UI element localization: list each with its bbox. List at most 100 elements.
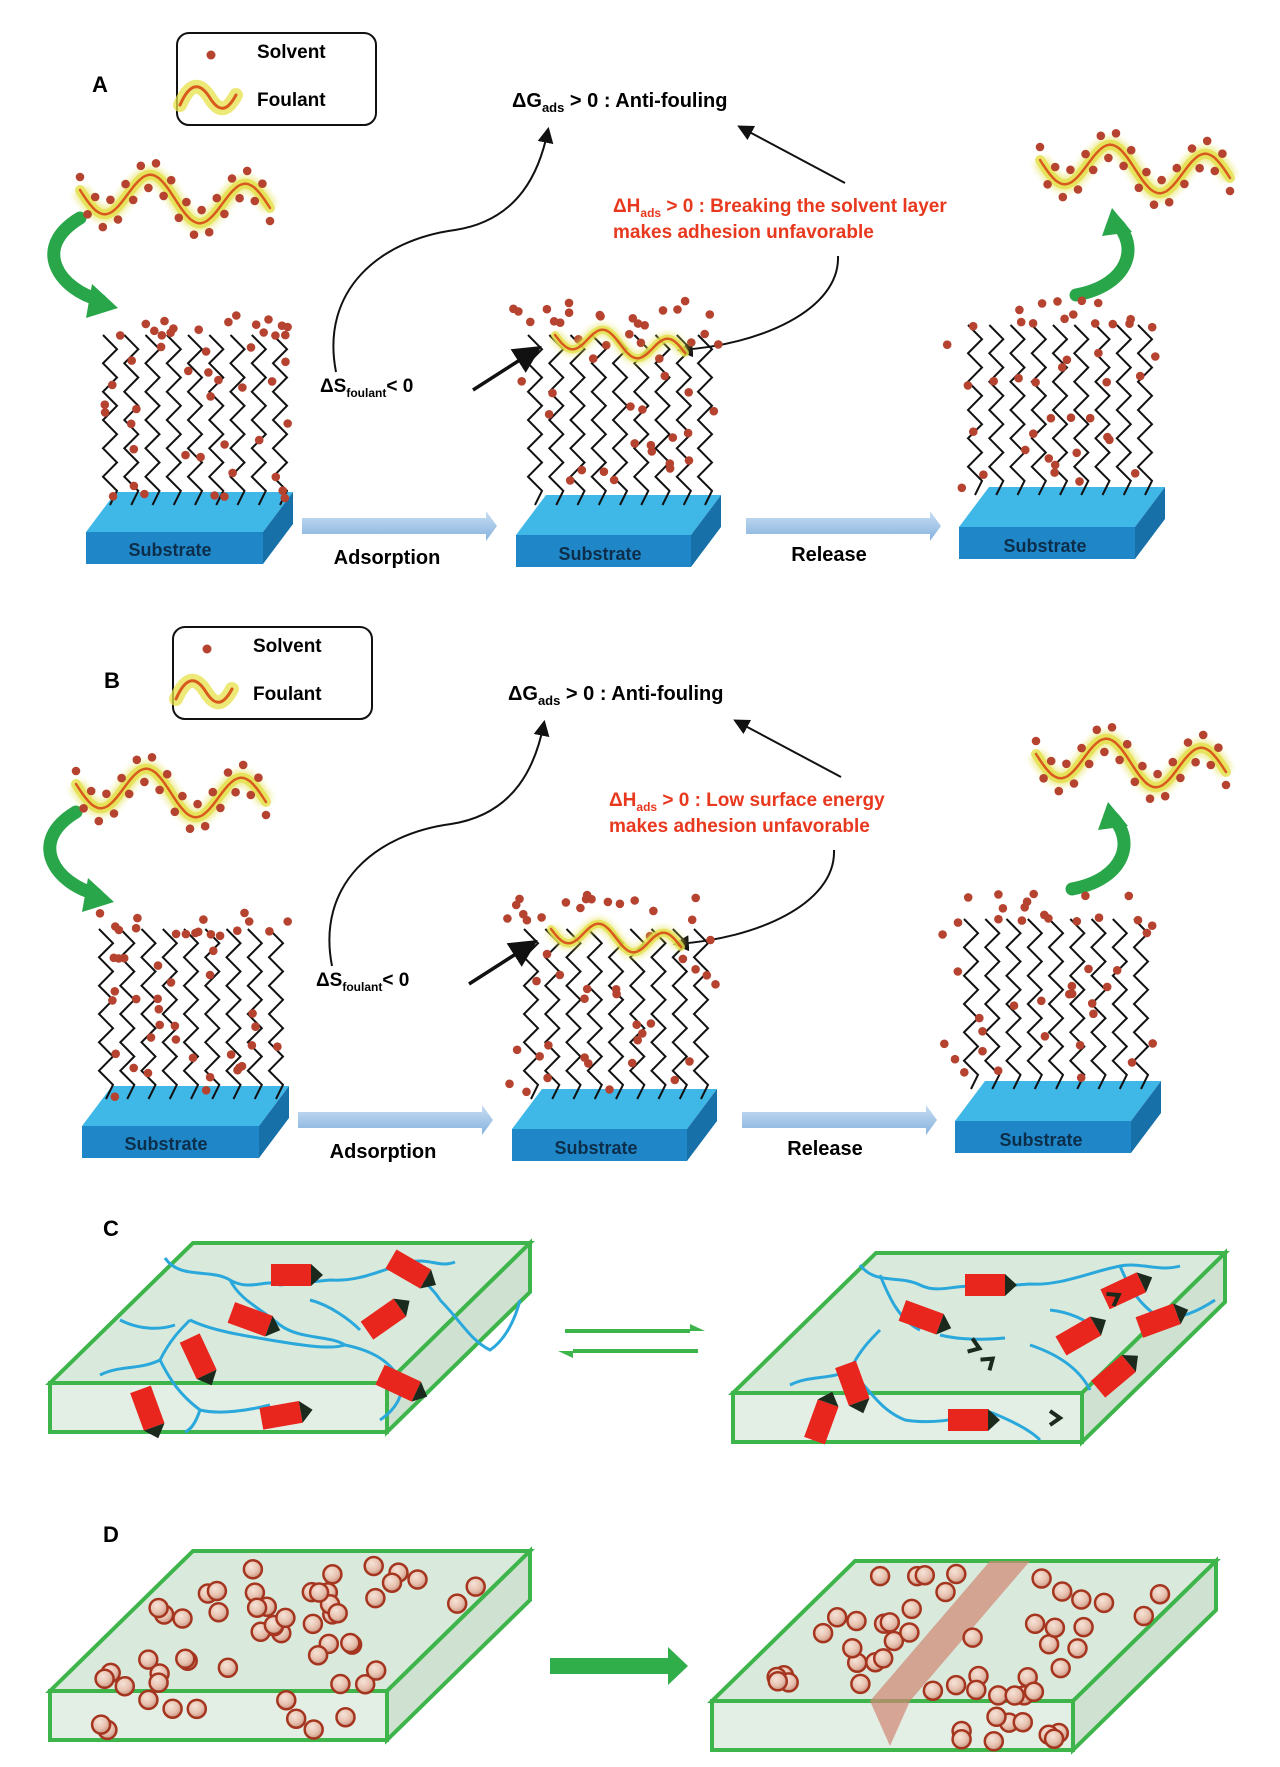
solvent-dot xyxy=(975,1013,984,1023)
solvent-dot xyxy=(1075,477,1084,486)
solvent-dot xyxy=(542,949,552,959)
solvent-dot xyxy=(75,172,85,182)
polymer-chain xyxy=(101,334,119,506)
substrate-block: Substrate xyxy=(516,495,721,567)
polymer-chain xyxy=(182,928,200,1100)
microcapsule xyxy=(1038,1634,1060,1655)
panel-d-letter: D xyxy=(103,1522,119,1547)
solvent-dot xyxy=(514,307,523,316)
solvent-dot xyxy=(188,1053,198,1063)
polymer-block xyxy=(1055,1316,1106,1356)
substrate-label: Substrate xyxy=(999,1130,1082,1150)
solvent-dot xyxy=(647,447,657,456)
adsorbed-foulant xyxy=(546,917,686,959)
microcapsule xyxy=(1004,1685,1025,1706)
solvent-dot xyxy=(1135,371,1145,381)
adsorbed-foulant xyxy=(550,323,690,365)
microcapsule xyxy=(275,1607,296,1629)
solvent-dot xyxy=(194,325,203,335)
solvent-dot xyxy=(555,318,565,328)
solvent-dot xyxy=(503,914,512,923)
solvent-dot xyxy=(1130,777,1140,787)
solvent-dot xyxy=(1149,200,1159,209)
solvent-dot xyxy=(248,1009,257,1018)
solvent-dot xyxy=(191,928,200,938)
substrate-label: Substrate xyxy=(558,544,641,564)
solvent-dot xyxy=(1020,903,1029,912)
solvent-dot xyxy=(515,894,524,904)
substrate-label: Substrate xyxy=(554,1138,637,1158)
polymer-chain xyxy=(966,324,984,496)
solvent-dot xyxy=(627,1058,637,1068)
polymer-chain xyxy=(650,928,667,1100)
solvent-dot xyxy=(1066,413,1076,423)
microcapsule xyxy=(983,1731,1005,1752)
solvent-dot xyxy=(1187,144,1197,153)
polymer-block xyxy=(965,1274,1017,1296)
solvent-dot xyxy=(512,1045,522,1055)
enthalpy-to-gibbs-arrow xyxy=(733,719,842,778)
microcapsule xyxy=(138,1689,159,1711)
solvent-dot xyxy=(1142,167,1151,177)
polymer-brush xyxy=(101,334,289,506)
solvent-dot xyxy=(178,791,187,801)
solvent-dot xyxy=(156,342,166,352)
polymer-chain xyxy=(607,928,625,1100)
microcapsule xyxy=(922,1680,944,1701)
solvent-dot xyxy=(141,319,151,329)
solvent-dot xyxy=(968,321,978,331)
solvent-dot xyxy=(250,196,260,206)
solvent-dot xyxy=(238,383,247,392)
solvent-dot xyxy=(630,896,639,905)
solvent-dot xyxy=(146,1033,156,1042)
solvent-dot xyxy=(632,1020,641,1029)
polymer-brush xyxy=(522,928,710,1100)
solvent-dot xyxy=(113,215,123,224)
foulant-legend-icon xyxy=(173,79,243,116)
polymer-chain xyxy=(250,334,268,506)
foulant-approach-arrow xyxy=(47,211,118,318)
solvent-dot xyxy=(129,481,139,491)
microcapsule xyxy=(307,1644,329,1666)
solvent-dot xyxy=(1081,149,1090,159)
release-arrow xyxy=(746,511,941,541)
solvent-dot xyxy=(267,377,277,386)
microcapsule xyxy=(340,1632,361,1654)
solvent-dot xyxy=(658,306,668,315)
solvent-dot xyxy=(1151,352,1160,361)
solvent-dot xyxy=(687,338,696,347)
solvent-dot xyxy=(1069,310,1078,319)
solvent-dot xyxy=(98,222,108,232)
solvent-dot xyxy=(1102,377,1111,387)
solvent-dot xyxy=(1164,197,1174,207)
solvent-dot xyxy=(71,766,81,776)
solvent-dot xyxy=(625,329,634,339)
microcapsule xyxy=(330,1673,351,1695)
polymer-block xyxy=(227,1302,281,1337)
polymer-chain xyxy=(203,928,221,1100)
polymer-chain xyxy=(696,334,714,506)
microcapsule xyxy=(1071,1589,1092,1610)
solvent-dot xyxy=(251,1022,260,1031)
polymer-chain xyxy=(1005,918,1022,1090)
solvent-dot xyxy=(166,978,176,987)
solvent-dot xyxy=(182,197,191,207)
microcapsule xyxy=(327,1602,348,1624)
solvent-dot xyxy=(602,340,611,350)
solvent-dot xyxy=(209,946,218,956)
solvent-dot xyxy=(714,340,723,349)
solvent-dot xyxy=(144,183,153,193)
solvent-dot xyxy=(131,994,141,1004)
solvent-dot xyxy=(1040,1032,1050,1041)
solvent-dot xyxy=(705,310,715,319)
microcapsule xyxy=(986,1706,1007,1728)
microcapsule xyxy=(363,1555,384,1577)
polymer-chain xyxy=(526,334,544,506)
solvent-dot xyxy=(111,922,120,931)
microcapsule xyxy=(945,1674,967,1696)
solvent-dot xyxy=(247,1041,257,1050)
polymer-chain xyxy=(1030,324,1048,496)
solvent-dot xyxy=(544,1041,553,1050)
polymer-chain xyxy=(186,334,204,506)
solvent-dot xyxy=(1094,348,1103,358)
